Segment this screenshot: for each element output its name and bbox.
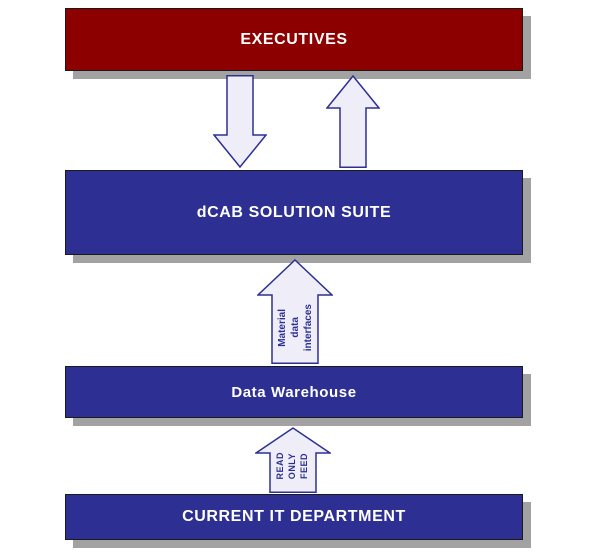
arrow-dcab-to-exec-up-icon [326, 75, 380, 168]
up-arrow-icon [255, 427, 331, 493]
box-dcab-label: dCAB SOLUTION SUITE [196, 203, 392, 221]
arrow-exec-to-dcab-down-icon [213, 75, 267, 168]
arrow-material-label-line2: data [289, 317, 301, 338]
box-dcab-solution-suite: dCAB SOLUTION SUITE [65, 170, 523, 255]
up-arrow-icon [257, 259, 333, 364]
arrow-material-label-line1: Material [276, 308, 288, 347]
arrow-read-only-feed-label: READ ONLY FEED [255, 441, 331, 491]
arrow-warehouse-to-dcab-up-icon: Material data interfaces [257, 259, 333, 364]
arrow-material-label: Material data interfaces [257, 295, 333, 360]
arrow-read-label-line1: READ [275, 452, 286, 480]
down-arrow-icon [213, 75, 267, 168]
box-executives: EXECUTIVES [65, 8, 523, 71]
box-data-warehouse: Data Warehouse [65, 366, 523, 418]
arrow-read-label-line3: FEED [298, 452, 309, 479]
arrow-it-to-warehouse-up-icon: READ ONLY FEED [255, 427, 331, 493]
box-it-department-label: CURRENT IT DEPARTMENT [182, 508, 406, 525]
box-current-it-department: CURRENT IT DEPARTMENT [65, 494, 523, 540]
box-data-warehouse-label: Data Warehouse [231, 383, 357, 401]
arrow-material-label-line3: interfaces [302, 303, 314, 352]
arrow-read-label-line2: ONLY [287, 452, 298, 480]
up-arrow-icon [326, 75, 380, 168]
box-executives-label: EXECUTIVES [240, 30, 348, 48]
